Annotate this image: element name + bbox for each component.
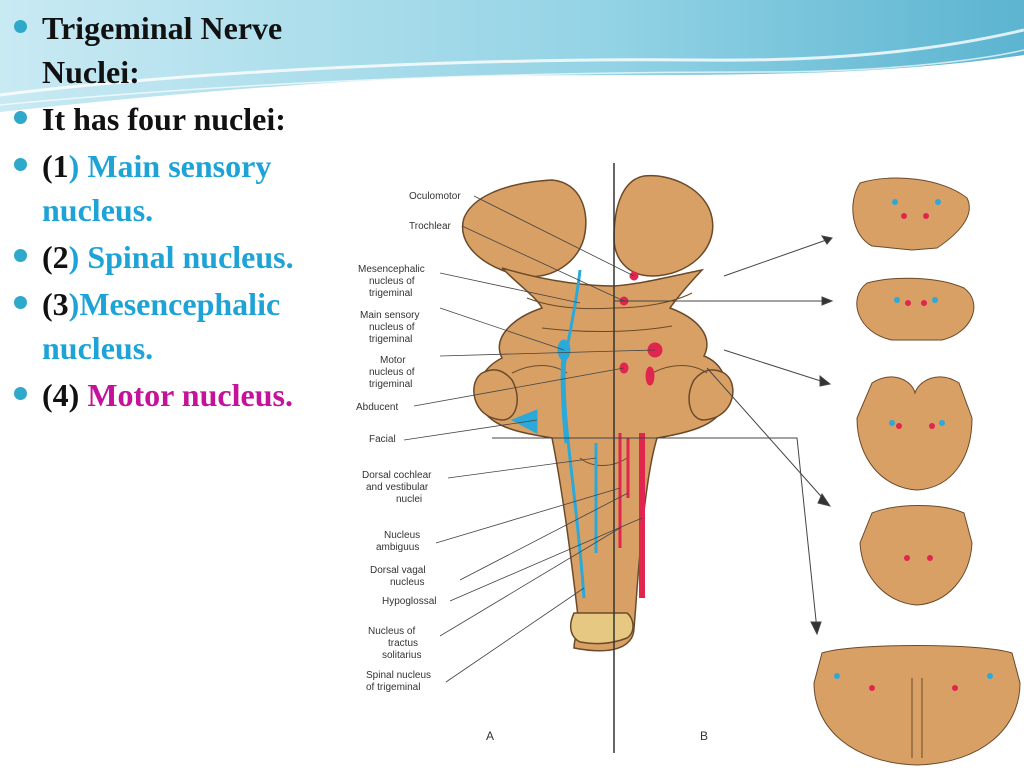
label-mesencephalic-3: trigeminal — [369, 288, 412, 299]
motor-nuclei — [618, 271, 663, 598]
label-main-sensory: Main sensory — [360, 310, 419, 321]
header-wave — [0, 0, 1024, 112]
label-motor-3: trigeminal — [369, 379, 412, 390]
label-facial: Facial — [369, 434, 396, 445]
label-motor: Motor — [380, 355, 406, 366]
label-tractus: Nucleus of — [368, 626, 415, 637]
bullet-dot — [14, 249, 27, 262]
bullet-count: It has four nuclei: — [12, 97, 357, 141]
label-dorsal-vagal-2: nucleus — [390, 577, 424, 588]
cross-section-4 — [859, 505, 973, 606]
bullet-dot — [14, 158, 27, 171]
label-ambiguus: Nucleus — [384, 530, 420, 541]
nucleus-name: Motor nucleus. — [87, 377, 293, 413]
label-spinal-nucleus-2: of trigeminal — [366, 682, 420, 693]
label-hypoglossal: Hypoglossal — [382, 596, 436, 607]
bullet-dot — [14, 296, 27, 309]
bullet-main-sensory: (1) Main sensory nucleus. — [12, 144, 357, 232]
cross-section-1 — [852, 177, 970, 251]
label-mesencephalic: Mesencephalic — [358, 264, 425, 275]
label-dorsal-cochlear-2: and vestibular — [366, 482, 429, 493]
bullet-mesencephalic: (3)Mesencephalic nucleus. — [12, 282, 357, 370]
nucleus-name: Spinal nucleus. — [87, 239, 294, 275]
label-side-a: A — [486, 729, 494, 743]
bullet-list: Trigeminal Nerve Nuclei: It has four nuc… — [12, 6, 357, 420]
label-motor-2: nucleus of — [369, 367, 415, 378]
label-side-b: B — [700, 729, 708, 743]
label-dorsal-vagal: Dorsal vagal — [370, 565, 426, 576]
cross-section-5 — [813, 645, 1021, 766]
nucleus-name: Mesencephalic nucleus. — [42, 286, 281, 366]
nucleus-name: Main sensory nucleus. — [42, 148, 272, 228]
label-abducent: Abducent — [356, 402, 398, 413]
label-trochlear: Trochlear — [409, 221, 452, 232]
label-main-sensory-2: nucleus of — [369, 322, 415, 333]
cross-section-2 — [856, 277, 975, 341]
bullet-spinal: (2) Spinal nucleus. — [12, 235, 357, 279]
label-ambiguus-2: ambiguus — [376, 542, 419, 553]
section-arrows — [492, 235, 834, 636]
bullet-motor: (4) Motor nucleus. — [12, 373, 357, 417]
label-mesencephalic-2: nucleus of — [369, 276, 415, 287]
brainstem — [461, 174, 734, 652]
label-oculomotor: Oculomotor — [409, 191, 461, 202]
label-dorsal-cochlear: Dorsal cochlear — [362, 470, 432, 481]
label-tractus-2: tractus — [388, 638, 418, 649]
brainstem-diagram: Oculomotor Trochlear Mesencephalic nucle… — [352, 158, 1024, 768]
label-spinal-nucleus: Spinal nucleus — [366, 670, 431, 681]
label-dorsal-cochlear-3: nuclei — [396, 494, 422, 505]
bullet-dot — [14, 387, 27, 400]
bullet-dot — [14, 111, 27, 124]
label-main-sensory-3: trigeminal — [369, 334, 412, 345]
bullet-dot — [14, 20, 27, 33]
cross-section-3 — [856, 376, 973, 491]
label-tractus-3: solitarius — [382, 650, 421, 661]
leader-lines — [403, 195, 656, 683]
bullet-title: Trigeminal Nerve Nuclei: — [12, 6, 357, 94]
